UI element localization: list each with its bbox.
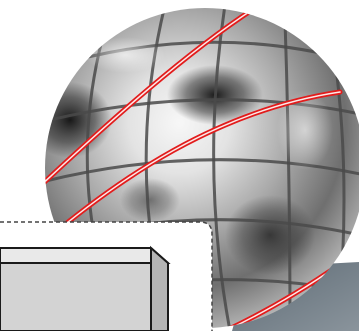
box-top-face xyxy=(0,248,168,263)
box-front-face xyxy=(0,263,151,331)
box-side-face xyxy=(151,248,168,331)
